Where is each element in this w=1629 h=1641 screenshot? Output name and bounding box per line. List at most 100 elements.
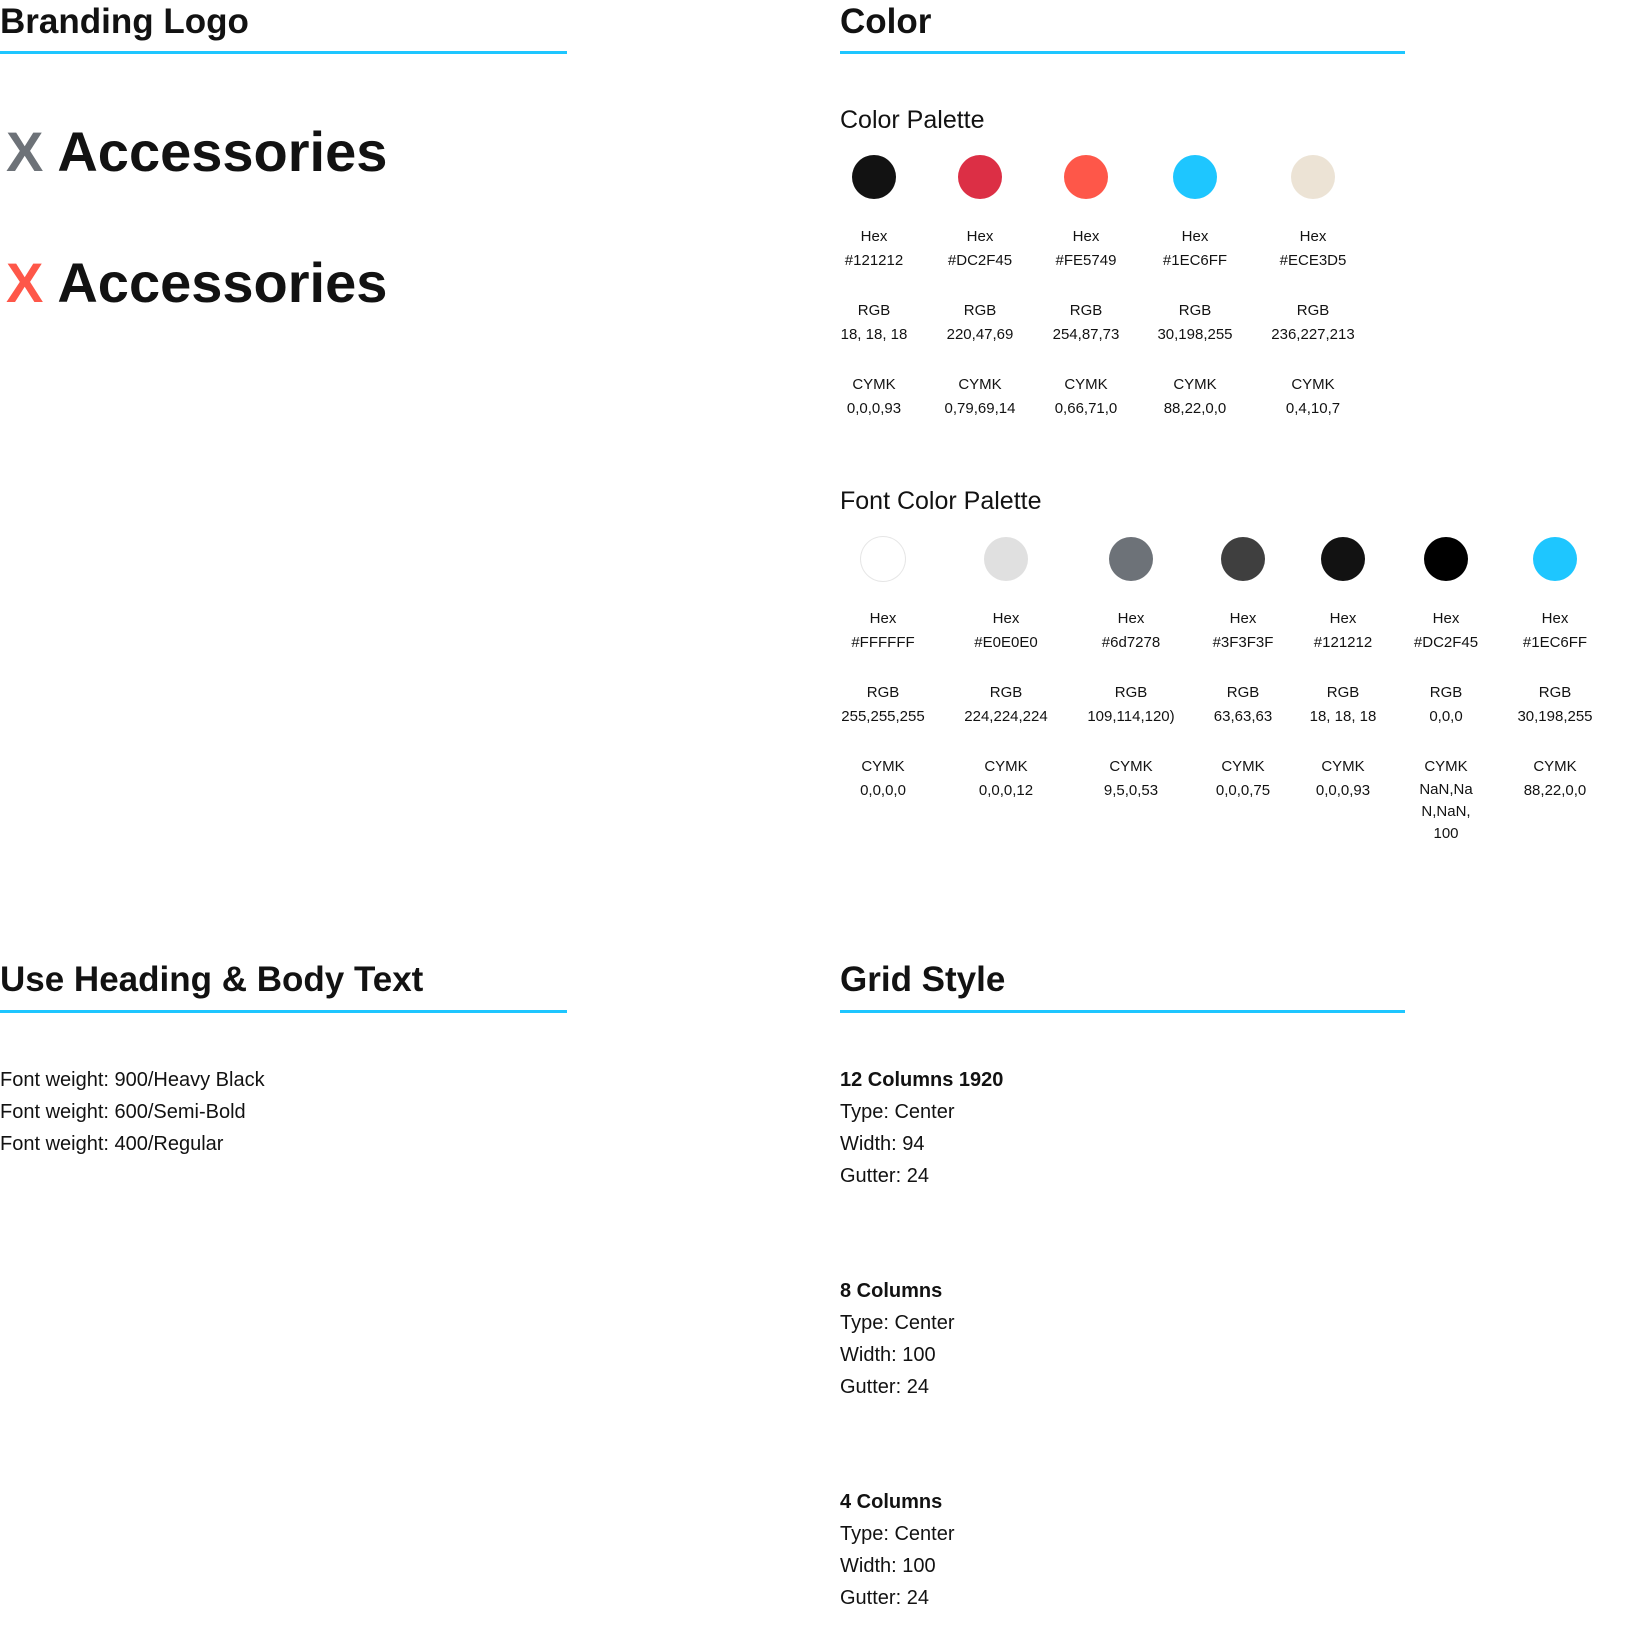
swatch-color-dot (1533, 537, 1577, 581)
swatch-rgb-label: RGB (963, 302, 997, 319)
logo-mark-gray: X (6, 120, 44, 183)
swatch-rgb-value: 0,0,0 (1429, 708, 1463, 725)
swatch-color-dot (984, 537, 1028, 581)
branding-logo-title: Branding Logo (0, 2, 249, 41)
swatch-rgb-value: 30,198,255 (1517, 708, 1593, 725)
swatch-cymk: CYMK NaN,NaN,NaN, 100 (1381, 755, 1511, 845)
swatch-hex: Hex#1EC6FF (1130, 225, 1260, 273)
swatch-hex-label: Hex (966, 228, 994, 245)
grid-block-type: Type: Center (840, 1101, 955, 1123)
swatch-cymk: CYMK 0,0,0,0 (818, 755, 948, 803)
swatch-hex: Hex#3F3F3F (1178, 607, 1308, 655)
swatch-cymk-value: 0,0,0,93 (1315, 782, 1371, 799)
swatch-hex-label: Hex (1181, 228, 1209, 245)
color-title: Color (840, 2, 932, 41)
swatch-rgb-label: RGB (866, 684, 900, 701)
swatch-hex: Hex#FFFFFF (818, 607, 948, 655)
swatch-cymk: CYMK 0,79,69,14 (915, 373, 1045, 421)
swatch-rgb-value: 255,255,255 (841, 708, 925, 725)
grid-block-title: 8 Columns (840, 1280, 943, 1302)
swatch-hex-label: Hex (1329, 610, 1357, 627)
grid-block-gutter: Gutter: 24 (840, 1376, 929, 1398)
swatch-rgb: RGB 30,198,255 (1490, 681, 1620, 729)
swatch-cymk-value: 0,79,69,14 (944, 400, 1016, 417)
swatch-color-dot (1221, 537, 1265, 581)
swatch-hex-label: Hex (1072, 228, 1100, 245)
swatch-cymk-label: CYMK (861, 758, 905, 775)
swatch-cymk-value: 9,5,0,53 (1103, 782, 1159, 799)
swatch-cymk-value: 0,0,0,93 (846, 400, 902, 417)
swatch-rgb-label: RGB (1429, 684, 1463, 701)
grid-block-12-columns: 12 Columns 1920 Type: Center Width: 94 G… (840, 1064, 1003, 1192)
swatch-cymk-label: CYMK (1173, 376, 1217, 393)
typography-title: Use Heading & Body Text (0, 960, 424, 999)
swatch-cymk-value: 88,22,0,0 (1163, 400, 1227, 417)
swatch-hex-value: #FE5749 (1055, 252, 1117, 269)
swatch-color-dot (1173, 155, 1217, 199)
swatch-cymk-value: 88,22,0,0 (1523, 782, 1587, 799)
swatch-rgb: RGB 255,255,255 (818, 681, 948, 729)
swatch-cymk-value: 0,0,0,0 (860, 782, 906, 799)
swatch-hex-label: Hex (1229, 610, 1257, 627)
swatch-hex-value: #ECE3D5 (1279, 252, 1347, 269)
logo-wordmark: Accessories (57, 120, 388, 183)
swatch-hex: Hex#121212 (809, 225, 939, 273)
grid-block-4-columns: 4 Columns Type: Center Width: 100 Gutter… (840, 1486, 955, 1614)
swatch-hex: Hex#6d7278 (1066, 607, 1196, 655)
swatch-cymk-label: CYMK (1424, 758, 1468, 775)
font-weight-heavy: Font weight: 900/Heavy Black (0, 1069, 265, 1091)
grid-style-rule (840, 1010, 1405, 1013)
font-weight-semibold: Font weight: 600/Semi-Bold (0, 1101, 246, 1123)
swatch-color-dot (958, 155, 1002, 199)
swatch-rgb-value: 254,87,73 (1052, 326, 1120, 343)
grid-block-width: Width: 94 (840, 1133, 925, 1155)
swatch-hex: Hex#E0E0E0 (941, 607, 1071, 655)
swatch-rgb-value: 220,47,69 (946, 326, 1014, 343)
grid-block-gutter: Gutter: 24 (840, 1165, 929, 1187)
swatch-color-dot (1064, 155, 1108, 199)
swatch-cymk-label: CYMK (1221, 758, 1265, 775)
swatch-hex: Hex #FE5749 (1021, 225, 1151, 273)
swatch-rgb-label: RGB (1538, 684, 1572, 701)
swatch-cymk-label: CYMK (852, 376, 896, 393)
swatch-rgb-label: RGB (1178, 302, 1212, 319)
swatch-rgb-label: RGB (1226, 684, 1260, 701)
logo-wordmark: Accessories (57, 251, 388, 314)
grid-block-width: Width: 100 (840, 1555, 936, 1577)
swatch-hex-value: #E0E0E0 (974, 634, 1038, 651)
swatch-color-dot (852, 155, 896, 199)
grid-block-title: 4 Columns (840, 1491, 943, 1513)
swatch-hex: Hex#DC2F45 (1381, 607, 1511, 655)
font-weight-list: Font weight: 900/Heavy Black Font weight… (0, 1064, 265, 1160)
branding-logo-rule (0, 51, 567, 54)
swatch-cymk: CYMK 0,0,0,75 (1178, 755, 1308, 803)
swatch-color-dot (1109, 537, 1153, 581)
swatch-hex-label: Hex (1541, 610, 1569, 627)
swatch-rgb-label: RGB (989, 684, 1023, 701)
swatch-cymk-label: CYMK (958, 376, 1002, 393)
swatch-cymk-value: NaN,NaN,NaN, 100 (1419, 781, 1473, 842)
swatch-hex-value: #DC2F45 (1413, 634, 1479, 651)
font-weight-regular: Font weight: 400/Regular (0, 1133, 224, 1155)
swatch-color-dot (1321, 537, 1365, 581)
swatch-cymk-value: 0,0,0,75 (1215, 782, 1271, 799)
swatch-hex-value: #121212 (1313, 634, 1373, 651)
swatch-hex-value: #6d7278 (1101, 634, 1161, 651)
